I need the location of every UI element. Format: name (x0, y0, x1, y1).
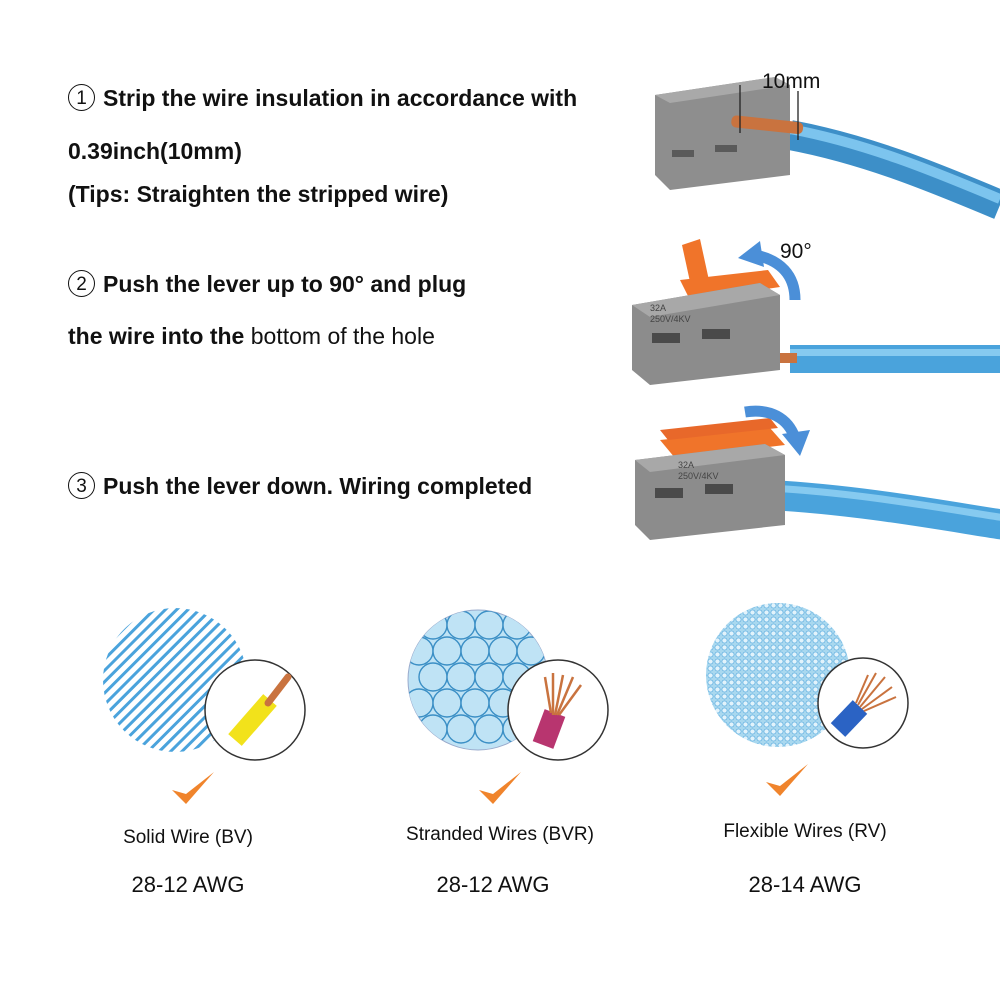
connector-top-face (632, 283, 780, 317)
connector-slot-1 (672, 150, 694, 157)
connector-top-face (635, 444, 785, 472)
rating-current: 32A (678, 460, 694, 470)
step-1-tip: (Tips: Straighten the stripped wire) (68, 181, 449, 207)
rating-current: 32A (650, 303, 666, 313)
connector-slot-1 (655, 488, 683, 498)
wire-highlight (769, 484, 1000, 521)
blue-wire (787, 120, 1000, 219)
step-2-number: 2 (68, 270, 95, 297)
check-icon-solid (172, 772, 214, 804)
copper-conductor (765, 353, 797, 363)
copper-core (264, 673, 292, 707)
step-2-line-2: the wire into the bottom of the hole (68, 323, 435, 349)
solid-wire-label: Solid Wire (BV) (123, 827, 253, 848)
rotate-arrow-up-head (738, 241, 764, 267)
lever-down-illustration: 32A 250V/4KV (635, 405, 1000, 540)
copper-fine-strands (855, 672, 897, 712)
connector-slot-2 (702, 329, 730, 339)
yellow-insulation (228, 694, 277, 746)
step-1-line-2: 0.39inch(10mm) (68, 138, 242, 164)
flexible-wire-awg: 28-14 AWG (748, 872, 862, 897)
stranded-wire-icon (407, 609, 609, 761)
orange-lever-back (660, 418, 778, 440)
flexible-wire-icon (706, 603, 909, 749)
solid-wire-icon (103, 608, 306, 761)
connector-slot-2 (705, 484, 733, 494)
solid-wire-awg: 28-12 AWG (131, 872, 245, 897)
connector-body (655, 77, 790, 190)
stranded-wire-label: Stranded Wires (BVR) (406, 824, 594, 845)
orange-lever-down (660, 428, 785, 458)
rotate-arrow-down-head (782, 430, 810, 456)
wire-highlight (790, 349, 1000, 356)
rating-voltage: 250V/4KV (650, 314, 691, 324)
copper-strands (543, 673, 583, 716)
check-icon-stranded (479, 772, 521, 804)
purple-insulation (532, 709, 566, 749)
wire-highlight (789, 124, 1000, 204)
flexible-wire-label: Flexible Wires (RV) (723, 821, 887, 842)
connector-slot-1 (652, 333, 680, 343)
step-1-number: 1 (68, 84, 95, 111)
lever-up-illustration: 32A 250V/4KV 90° (632, 239, 1000, 385)
stripped-wire-illustration: 10mm (655, 70, 1000, 219)
rating-voltage: 250V/4KV (678, 471, 719, 481)
copper-conductor (731, 115, 804, 134)
stranded-wire-awg: 28-12 AWG (436, 872, 550, 897)
connector-slot-2 (715, 145, 737, 152)
check-icon-flexible (766, 764, 808, 796)
flexible-cross-section (706, 603, 850, 747)
step-3-number: 3 (68, 472, 95, 499)
lever-angle-label: 90° (780, 240, 812, 263)
blue-wire (769, 480, 1000, 540)
connector-top-face (655, 77, 790, 103)
strip-length-label: 10mm (762, 70, 820, 93)
blue-insulation (830, 700, 868, 737)
